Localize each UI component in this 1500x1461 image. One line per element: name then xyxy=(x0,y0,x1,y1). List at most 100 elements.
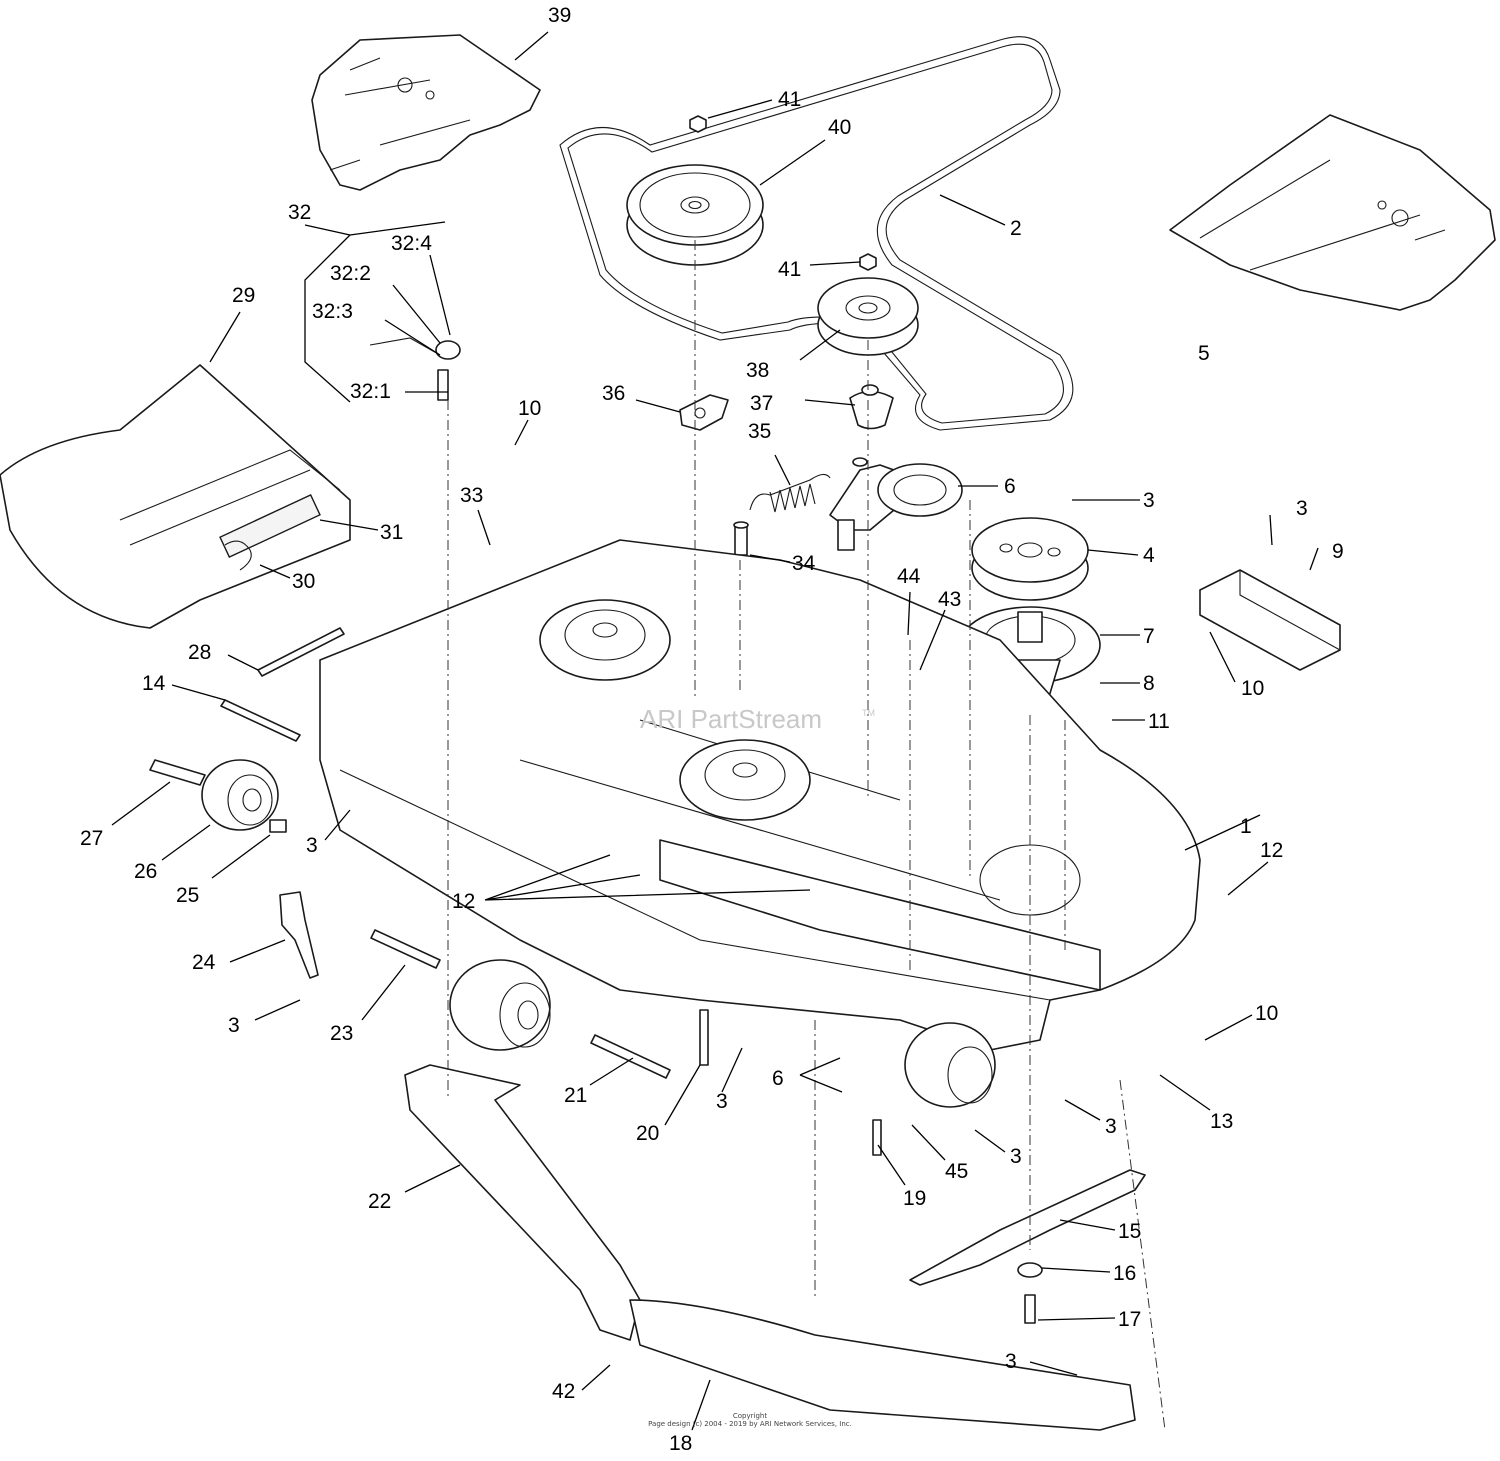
part-9-bracket xyxy=(1199,569,1341,671)
part-34-pivot xyxy=(733,521,749,556)
callout-18: 18 xyxy=(669,1432,692,1455)
part-36-bracket xyxy=(679,394,729,431)
callout-3: 3 xyxy=(1005,1350,1017,1373)
callout-31: 31 xyxy=(380,521,403,544)
copyright-notice: Copyright Page design (c) 2004 - 2019 by… xyxy=(600,1412,900,1428)
callout-45: 45 xyxy=(945,1160,968,1183)
callout-19: 19 xyxy=(903,1187,926,1210)
callout-24: 24 xyxy=(192,951,216,974)
callout-26: 26 xyxy=(134,860,157,883)
callout-1: 1 xyxy=(1240,815,1252,838)
callout-10: 10 xyxy=(1241,677,1264,700)
part-35-spring xyxy=(749,473,831,513)
part-41-nut-b xyxy=(859,253,877,271)
part-14-rod xyxy=(220,699,301,742)
callout-14: 14 xyxy=(142,672,166,695)
callout-35: 35 xyxy=(748,420,771,443)
callout-9: 9 xyxy=(1332,540,1344,563)
part-17-bolt xyxy=(1024,1294,1036,1324)
callout-17: 17 xyxy=(1118,1308,1141,1331)
callout-34: 34 xyxy=(792,552,816,575)
part-20-bolt xyxy=(699,1009,709,1066)
callout-15: 15 xyxy=(1118,1220,1141,1243)
part-28-rod xyxy=(257,627,345,677)
callout-2: 2 xyxy=(1010,217,1022,240)
callout-41: 41 xyxy=(778,258,801,281)
callout-6: 6 xyxy=(772,1067,784,1090)
part-15-blade xyxy=(909,1169,1146,1286)
callout-27: 27 xyxy=(80,827,103,850)
callout-32: 32 xyxy=(288,201,311,224)
callout-10: 10 xyxy=(1255,1002,1278,1025)
alignment-lines xyxy=(447,240,1166,1431)
part-27-axle xyxy=(149,759,206,786)
callout-3: 3 xyxy=(716,1090,728,1113)
callout-13: 13 xyxy=(1210,1110,1233,1133)
callout-28: 28 xyxy=(188,641,211,664)
callout-40: 40 xyxy=(828,116,851,139)
callout-12: 12 xyxy=(1260,839,1283,862)
part-21-rod xyxy=(590,1034,671,1079)
callout-6: 6 xyxy=(1004,475,1016,498)
callout-44: 44 xyxy=(897,565,921,588)
watermark: ARI PartStream xyxy=(640,704,822,734)
callout-25: 25 xyxy=(176,884,199,907)
callout-3: 3 xyxy=(1143,489,1155,512)
callout-42: 42 xyxy=(552,1380,575,1403)
part-5-belt-cover xyxy=(1169,114,1496,311)
callout-12: 12 xyxy=(452,890,475,913)
callout-4: 4 xyxy=(1143,544,1155,567)
part-6-idler-arm xyxy=(829,457,963,551)
callout-38: 38 xyxy=(746,359,769,382)
callout-8: 8 xyxy=(1143,672,1155,695)
part-37-spacer xyxy=(849,384,894,430)
callout-22: 22 xyxy=(368,1190,391,1213)
part-40-drive-pulley xyxy=(626,164,764,266)
part-1-mower-deck xyxy=(319,539,1201,1051)
callout-37: 37 xyxy=(750,392,773,415)
part-16-washer xyxy=(1017,1262,1043,1278)
front-wheel-left xyxy=(449,959,551,1051)
callout-23: 23 xyxy=(330,1022,353,1045)
callout-39: 39 xyxy=(548,4,571,27)
callout-20: 20 xyxy=(636,1122,659,1145)
part-26-wheel xyxy=(201,759,279,831)
callout-16: 16 xyxy=(1113,1262,1136,1285)
part-4-spindle-pulley xyxy=(971,517,1089,601)
callout-33: 33 xyxy=(460,484,483,507)
callout-43: 43 xyxy=(938,588,961,611)
copyright-line-1: Copyright xyxy=(732,1412,768,1420)
callout-10: 10 xyxy=(518,397,541,420)
callout-21: 21 xyxy=(564,1084,587,1107)
watermark-trademark: TM xyxy=(862,708,875,718)
part-41-nut xyxy=(689,115,707,133)
callout-11: 11 xyxy=(1148,710,1170,733)
callout-29: 29 xyxy=(232,284,255,307)
part-29-discharge-chute xyxy=(0,364,351,629)
callout-3: 3 xyxy=(228,1014,240,1037)
callout-32-1: 32:1 xyxy=(350,380,391,403)
callout-32-2: 32:2 xyxy=(330,262,371,285)
callout-32-3: 32:3 xyxy=(312,300,353,323)
part-22-anti-scalp-bar xyxy=(404,1064,1136,1431)
part-39-belt-cover xyxy=(311,34,541,191)
callout-5: 5 xyxy=(1198,342,1210,365)
callout-3: 3 xyxy=(306,834,318,857)
callout-3: 3 xyxy=(1296,497,1308,520)
callout-36: 36 xyxy=(602,382,625,405)
part-38-idler-pulley xyxy=(817,277,919,356)
callout-32-4: 32:4 xyxy=(391,232,432,255)
part-2-drive-belt xyxy=(559,36,1074,431)
part-23-rod xyxy=(370,929,441,969)
part-19-bolt xyxy=(872,1119,882,1156)
leader-lines xyxy=(111,31,1319,1431)
callout-7: 7 xyxy=(1143,625,1155,648)
part-24-bracket xyxy=(279,891,319,979)
copyright-line-2: Page design (c) 2004 - 2019 by ARI Netwo… xyxy=(648,1420,852,1428)
part-25-bushing xyxy=(269,819,287,833)
callout-30: 30 xyxy=(292,570,315,593)
front-wheel-right xyxy=(904,1022,996,1108)
callout-41: 41 xyxy=(778,88,801,111)
callout-3: 3 xyxy=(1105,1115,1117,1138)
